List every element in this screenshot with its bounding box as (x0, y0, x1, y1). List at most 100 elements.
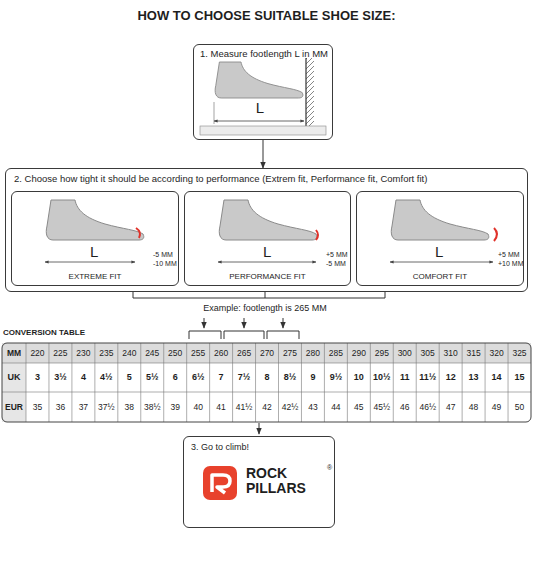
table-cell: 225 (49, 343, 72, 363)
table-cell: 43 (301, 392, 324, 422)
table-cell: 7 (210, 363, 233, 392)
foot-illustration (219, 200, 317, 240)
table-cell: 8 (256, 363, 279, 392)
table-cell: 275 (279, 343, 302, 363)
fit-box: L+5 MM-5 MMPERFORMANCE FIT (184, 191, 351, 286)
table-cell: 3½ (49, 363, 72, 392)
step-heading: 2. Choose how tight it should be accordi… (14, 174, 427, 185)
table-cell: 6 (164, 363, 187, 392)
dimension-text: +5 MM (326, 251, 348, 259)
table-header-row (2, 343, 531, 363)
dimension-text: +10 MM (498, 260, 523, 268)
table-cell: 10½ (370, 363, 393, 392)
table-cell: 320 (485, 343, 508, 363)
table-cell: 230 (72, 343, 95, 363)
dimension-text: +5 MM (498, 251, 520, 259)
table-cell: 38½ (141, 392, 164, 422)
table-cell: 9½ (324, 363, 347, 392)
fit-label: EXTREME FIT (12, 272, 178, 281)
wall-hatching (306, 58, 314, 126)
step-box: 1. Measure footlength L in MML (193, 44, 333, 140)
table-line (48, 343, 49, 422)
table-cell: 14 (485, 363, 508, 392)
logo-mark (212, 475, 230, 493)
table-cell: 10 (347, 363, 370, 392)
table-cell: 11 (393, 363, 416, 392)
foot-illustration (215, 62, 303, 98)
table-header-col (2, 363, 26, 422)
comfort-fit-illustration (390, 200, 497, 262)
example-note: Example: footlength is 265 MM (0, 303, 530, 313)
table-cell: 15 (508, 363, 531, 392)
table-row-header: EUR (2, 392, 26, 422)
table-line (393, 343, 394, 422)
wall-line (305, 58, 306, 126)
step-heading: 3. Go to climb! (191, 442, 249, 452)
table-cell: 46½ (416, 392, 439, 422)
table-cell: 265 (233, 343, 256, 363)
dimension-letter: L (254, 100, 266, 115)
table-line (186, 343, 187, 422)
table-line (26, 343, 27, 422)
table-cell: 12 (439, 363, 462, 392)
table-cell: 235 (95, 343, 118, 363)
table-cell: 45½ (370, 392, 393, 422)
foot-illustration (391, 200, 489, 240)
registered-mark: ® (327, 464, 332, 471)
table-line (324, 343, 325, 422)
table-cell: 250 (164, 343, 187, 363)
table-line (347, 343, 348, 422)
table-cell: 42 (256, 392, 279, 422)
table-line (278, 343, 279, 422)
fit-label: PERFORMANCE FIT (185, 272, 350, 281)
table-cell: 285 (324, 343, 347, 363)
table-line (370, 343, 371, 422)
pointer-arrow (244, 318, 245, 328)
ruler-ticks (200, 126, 326, 130)
table-line (2, 392, 531, 393)
bracket (224, 331, 264, 339)
table-cell: 40 (187, 392, 210, 422)
table-cell: 260 (210, 343, 233, 363)
table-cell: 315 (462, 343, 485, 363)
table-cell: 255 (187, 343, 210, 363)
bracket (189, 331, 221, 339)
table-cell: 4½ (95, 363, 118, 392)
table-cell: 245 (141, 343, 164, 363)
table-line (2, 363, 531, 364)
dimension-line (214, 121, 304, 122)
dimension-line (390, 262, 493, 263)
table-cell: 47 (439, 392, 462, 422)
logo-square (203, 466, 237, 500)
table-line (462, 343, 463, 422)
table-cell: 270 (256, 343, 279, 363)
step-box: 3. Go to climb!ROCK PILLARS (183, 436, 335, 528)
table-cell: 11½ (416, 363, 439, 392)
table-line (94, 343, 95, 422)
table-cell: 41½ (233, 392, 256, 422)
table-cell: 13 (462, 363, 485, 392)
table-cell: 6½ (187, 363, 210, 392)
dimension-line (218, 262, 316, 263)
table-title: CONVERSION TABLE (3, 328, 85, 337)
table-line (140, 343, 141, 422)
table-line (209, 343, 210, 422)
table-border (2, 343, 531, 422)
table-cell: 37 (72, 392, 95, 422)
flow-arrow (263, 140, 264, 168)
table-line (416, 343, 417, 422)
table-row-header: UK (2, 363, 26, 392)
table-cell: 4 (72, 363, 95, 392)
table-line (255, 343, 256, 422)
performance-fit-illustration (218, 200, 318, 262)
toe-mark (136, 228, 140, 238)
table-line (71, 343, 72, 422)
step-box: 2. Choose how tight it should be accordi… (5, 168, 528, 292)
table-cell: 240 (118, 343, 141, 363)
table-grid (2, 343, 531, 422)
table-cell: 36 (49, 392, 72, 422)
table-row-header: MM (2, 343, 26, 363)
fit-box: L+5 MM+10 MMCOMFORT FIT (356, 191, 524, 286)
pointer-arrow (259, 423, 260, 434)
